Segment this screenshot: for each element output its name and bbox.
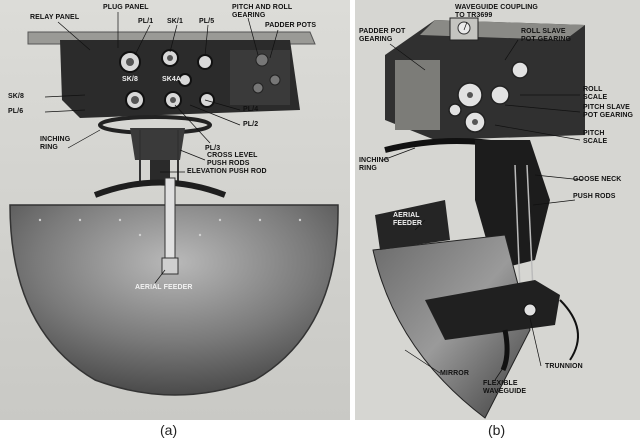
label-pl5: PL/5	[199, 18, 215, 25]
label-sk8: SK/8	[8, 93, 24, 100]
photo-panel-a: RELAY PANEL PLUG PANEL PL/1 SK/1 PL/5 PI…	[0, 0, 350, 420]
label-plug-panel: PLUG PANEL	[103, 4, 149, 11]
photo-b-drawing	[355, 0, 640, 420]
label-waveguide-coupling: WAVEGUIDE COUPLING TO TR3699	[455, 4, 538, 19]
label-aerial-feeder: AERIAL FEEDER	[135, 284, 193, 291]
caption-b: (b)	[488, 422, 506, 438]
label-goose-neck: GOOSE NECK	[573, 176, 622, 183]
label-trunnion: TRUNNION	[545, 363, 583, 370]
label-pl6: PL/6	[8, 108, 24, 115]
label-sk1: SK/1	[167, 18, 183, 25]
photo-a-drawing	[0, 0, 350, 420]
label-push-rods: PUSH RODS	[573, 193, 616, 200]
label-cross-level-push-rods: CROSS LEVEL PUSH RODS	[207, 152, 258, 167]
caption-a: (a)	[160, 422, 178, 438]
label-pl2: PL/2	[243, 121, 259, 128]
label-pl4: PL/4	[243, 106, 259, 113]
label-pitch-slave-pot-gearing: PITCH SLAVE POT GEARING	[583, 104, 634, 119]
label-pitch-scale: PITCH SCALE	[583, 130, 608, 145]
label-roll-slave-pot-gearing: ROLL SLAVE POT GEARING	[521, 28, 572, 43]
label-pl1: PL/1	[138, 18, 154, 25]
label-aerial-feeder-b: AERIAL FEEDER	[393, 212, 422, 227]
label-flexible-waveguide: FLEXIBLE WAVEGUIDE	[483, 380, 527, 395]
label-pitch-roll-gearing: PITCH AND ROLL GEARING	[232, 4, 293, 19]
label-roll-scale: ROLL SCALE	[583, 86, 608, 101]
photo-panel-b: WAVEGUIDE COUPLING TO TR3699 PADDER POT …	[355, 0, 640, 420]
label-mirror: MIRROR	[440, 370, 469, 377]
label-elevation-push-rod: ELEVATION PUSH ROD	[187, 168, 267, 175]
label-padder-pot-gearing: PADDER POT GEARING	[359, 28, 406, 43]
label-sk4a: SK4A	[162, 76, 182, 83]
label-pl3: PL/3	[205, 145, 221, 152]
label-inching-ring: INCHING RING	[40, 136, 71, 151]
label-inching-ring-b: INCHING RING	[359, 157, 390, 172]
label-sk8-inner: SK/8	[122, 76, 138, 83]
label-relay-panel: RELAY PANEL	[30, 14, 80, 21]
label-padder-pots: PADDER POTS	[265, 22, 317, 29]
